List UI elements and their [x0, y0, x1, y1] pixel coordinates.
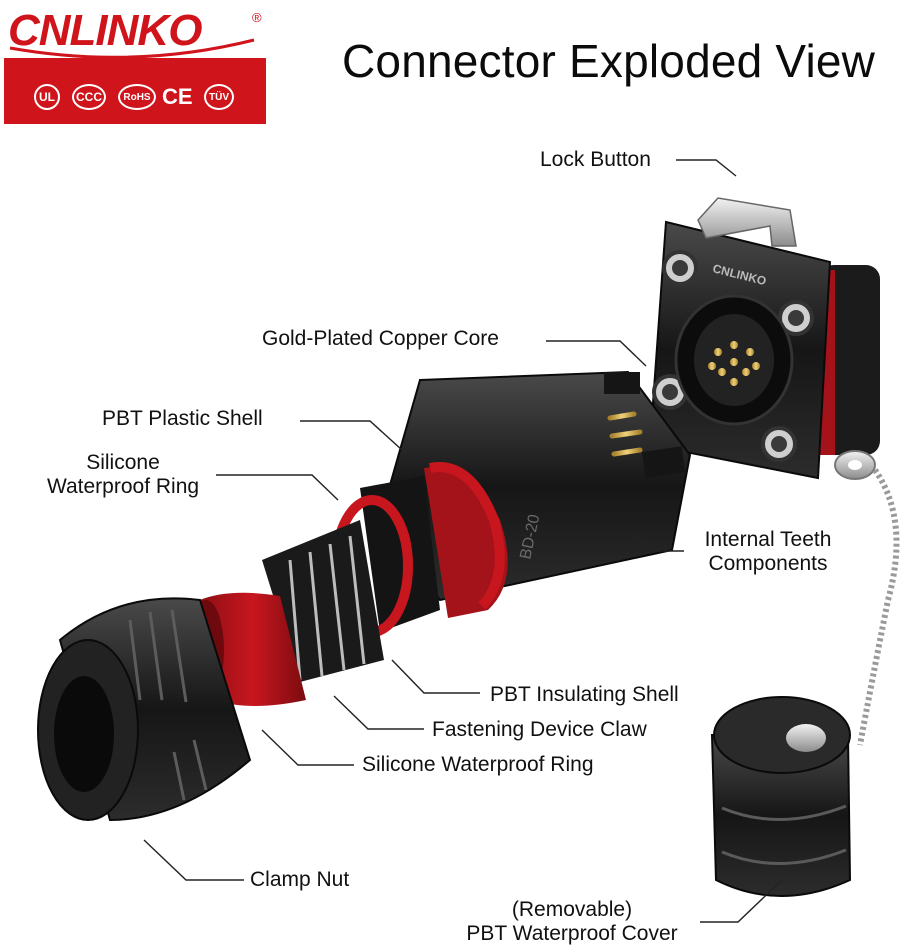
page-title: Connector Exploded View: [342, 35, 876, 87]
logo-brand-text: CNLINKO: [8, 6, 202, 55]
label-fastening-claw: Fastening Device Claw: [432, 718, 647, 741]
label-silicone-ring-2: Silicone Waterproof Ring: [362, 753, 594, 776]
leader-fastening-claw: [333, 695, 424, 730]
label-clamp-nut: Clamp Nut: [250, 868, 350, 891]
ccc-cert-icon: CCC: [72, 84, 106, 110]
leader-clamp-nut: [143, 839, 244, 881]
leader-gold-core: [546, 340, 647, 367]
label-gold-core: Gold-Plated Copper Core: [262, 327, 499, 350]
plug-assembly: BD-20: [378, 370, 692, 618]
brand-logo: [4, 0, 270, 124]
label-insulating-shell: PBT Insulating Shell: [490, 683, 679, 706]
clamp-nut: [37, 597, 252, 822]
rohs-cert-icon: RoHS: [118, 84, 156, 110]
logo-registered-mark: ®: [252, 10, 262, 25]
leader-silicone-ring-1: [216, 474, 339, 501]
leader-lock-button: [676, 159, 737, 177]
ce-cert-icon: CE: [162, 84, 193, 109]
label-silicone-ring-1-line2: Waterproof Ring: [46, 475, 200, 498]
leader-internal-teeth: [631, 533, 684, 552]
label-silicone-ring-1: Silicone Waterproof Ring: [34, 451, 212, 499]
tuv-cert-icon: TÜV: [204, 84, 234, 110]
label-lock-button: Lock Button: [540, 148, 651, 171]
panel-socket: CNLINKO: [648, 197, 880, 480]
label-internal-teeth-line1: Internal Teeth: [704, 528, 832, 551]
label-internal-teeth: Internal Teeth Components: [690, 528, 846, 576]
label-cover-line1: (Removable): [511, 898, 633, 921]
leader-cover: [700, 879, 783, 923]
label-waterproof-cover: (Removable) PBT Waterproof Cover: [448, 898, 696, 946]
leader-lines: [143, 159, 783, 923]
inner-components: [188, 476, 440, 706]
label-cover-line2: PBT Waterproof Cover: [466, 922, 678, 945]
label-internal-teeth-line2: Components: [708, 552, 828, 575]
waterproof-cover: [710, 696, 852, 897]
logo-swoosh: [9, 38, 255, 59]
leader-silicone-ring-2: [261, 729, 354, 766]
lanyard-chain: [834, 450, 900, 746]
leader-insulating-shell: [391, 659, 480, 694]
leader-pbt-shell: [300, 420, 403, 451]
ul-cert-icon: UL: [34, 84, 60, 110]
label-pbt-shell: PBT Plastic Shell: [102, 407, 263, 430]
label-silicone-ring-1-line1: Silicone: [86, 451, 160, 474]
